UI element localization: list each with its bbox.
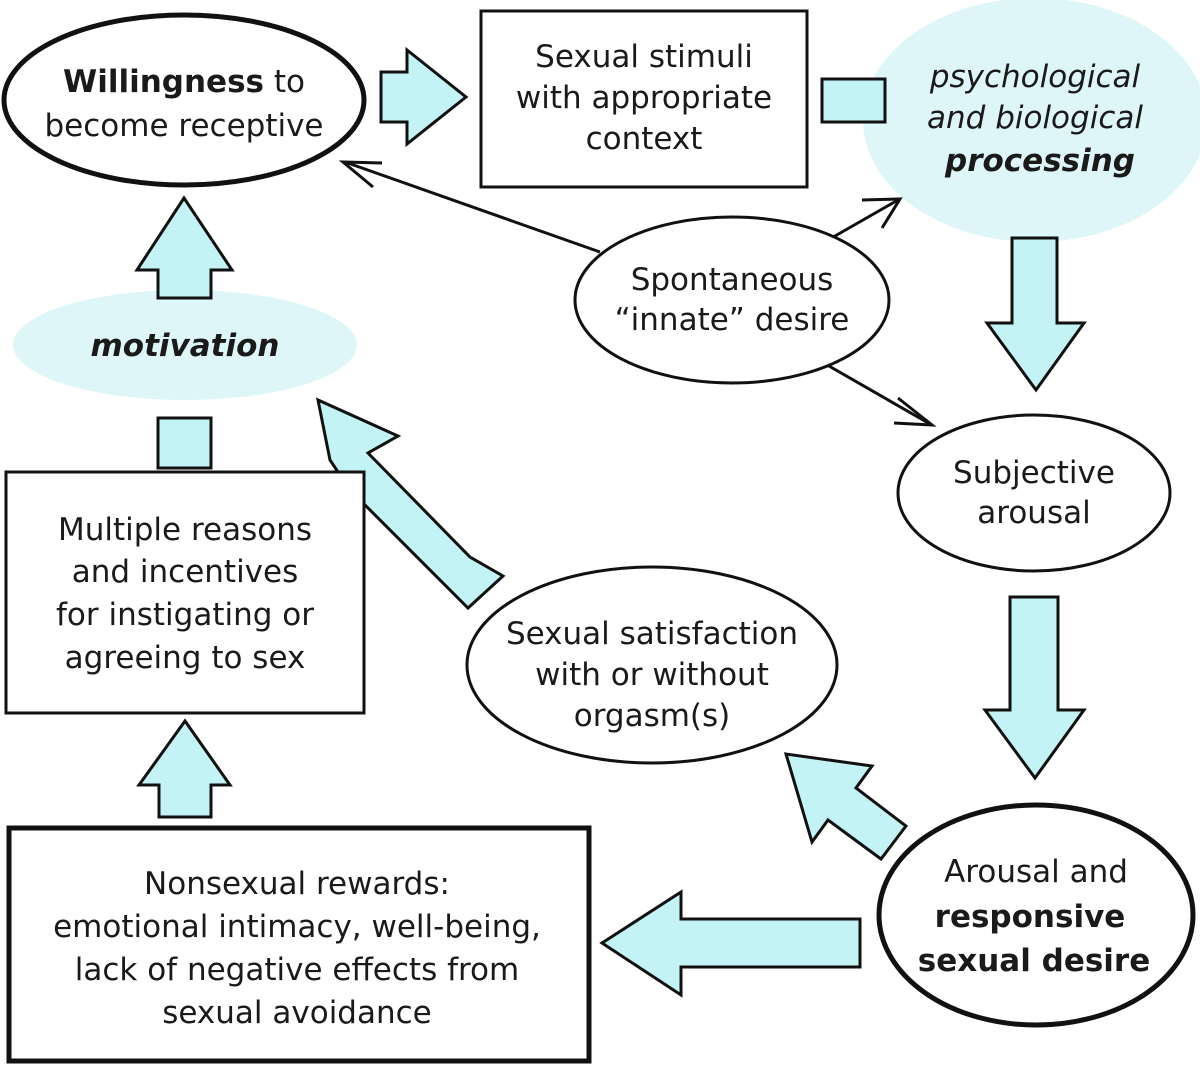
responsive-label-line1: Arousal and — [944, 854, 1128, 890]
subjective-label-line2: arousal — [977, 495, 1090, 531]
processing-label-line1: psychological — [929, 59, 1141, 95]
stimuli-node — [479, 9, 809, 189]
processing-highlight — [863, 0, 1200, 242]
spontaneous-desire-node — [573, 215, 891, 385]
nonsexual-label-line3: lack of negative effects from — [75, 952, 519, 988]
responsive-desire-node — [876, 802, 1196, 1028]
subjective-arousal-node — [896, 413, 1172, 573]
processing-label-line2: and biological — [927, 100, 1143, 136]
satisfaction-label-line2: with or without — [535, 657, 769, 693]
line-spontaneous-to-processing — [827, 198, 899, 242]
nonsexual-label-line1: Nonsexual rewards: — [144, 866, 450, 902]
stimuli-label-line1: Sexual stimuli — [535, 39, 753, 75]
stimuli-label-line2: with appropriate — [516, 80, 772, 116]
arrowhead-arousal — [893, 396, 937, 427]
willingness-node — [1, 12, 367, 188]
arrow-motivation-to-willingness — [134, 195, 235, 300]
satisfaction-label-line3: orgasm(s) — [574, 698, 731, 734]
processing-label-line3: processing — [944, 143, 1135, 179]
nonsexual-label-line2: emotional intimacy, well-being, — [53, 909, 541, 945]
nonsexual-rewards-node — [6, 825, 592, 1064]
arrowhead-willingness — [338, 160, 383, 189]
reasons-label-line4: agreeing to sex — [65, 640, 306, 676]
arrow-arousal-to-responsive — [982, 595, 1087, 781]
willingness-label-line2: become receptive — [45, 108, 324, 144]
arrow-satisfaction-to-motivation — [315, 397, 506, 611]
satisfaction-label-line1: Sexual satisfaction — [506, 616, 798, 652]
reasons-node — [4, 470, 366, 715]
arrow-stimuli-to-processing — [820, 77, 887, 124]
motivation-highlight — [13, 290, 357, 400]
spontaneous-label-line2: “innate” desire — [615, 302, 850, 338]
reasons-label-line3: for instigating or — [56, 597, 314, 633]
responsive-label-line3: sexual desire — [918, 943, 1151, 979]
arrow-reasons-to-motivation — [156, 416, 213, 470]
reasons-label-line2: and incentives — [72, 554, 299, 590]
nonsexual-label-line4: sexual avoidance — [162, 995, 432, 1031]
reasons-label-line1: Multiple reasons — [58, 512, 312, 548]
arrow-processing-to-arousal — [984, 236, 1087, 393]
arrow-responsive-to-nonsexual — [599, 889, 862, 998]
arrow-responsive-to-satisfaction — [783, 752, 909, 862]
line-spontaneous-to-arousal — [821, 360, 931, 426]
arrow-willingness-to-stimuli — [379, 46, 469, 148]
arrow-nonsexual-to-reasons — [136, 718, 233, 819]
line-spontaneous-to-willingness — [344, 160, 601, 254]
spontaneous-label-line1: Spontaneous — [631, 262, 834, 298]
subjective-label-line1: Subjective — [953, 455, 1115, 491]
arrowhead-processing — [861, 197, 903, 229]
willingness-label-line1: Willingness to — [63, 64, 305, 100]
motivation-label: motivation — [91, 328, 280, 364]
satisfaction-node — [465, 565, 839, 765]
responsive-label-line2: responsive — [935, 899, 1126, 935]
stimuli-label-line3: context — [586, 121, 703, 157]
